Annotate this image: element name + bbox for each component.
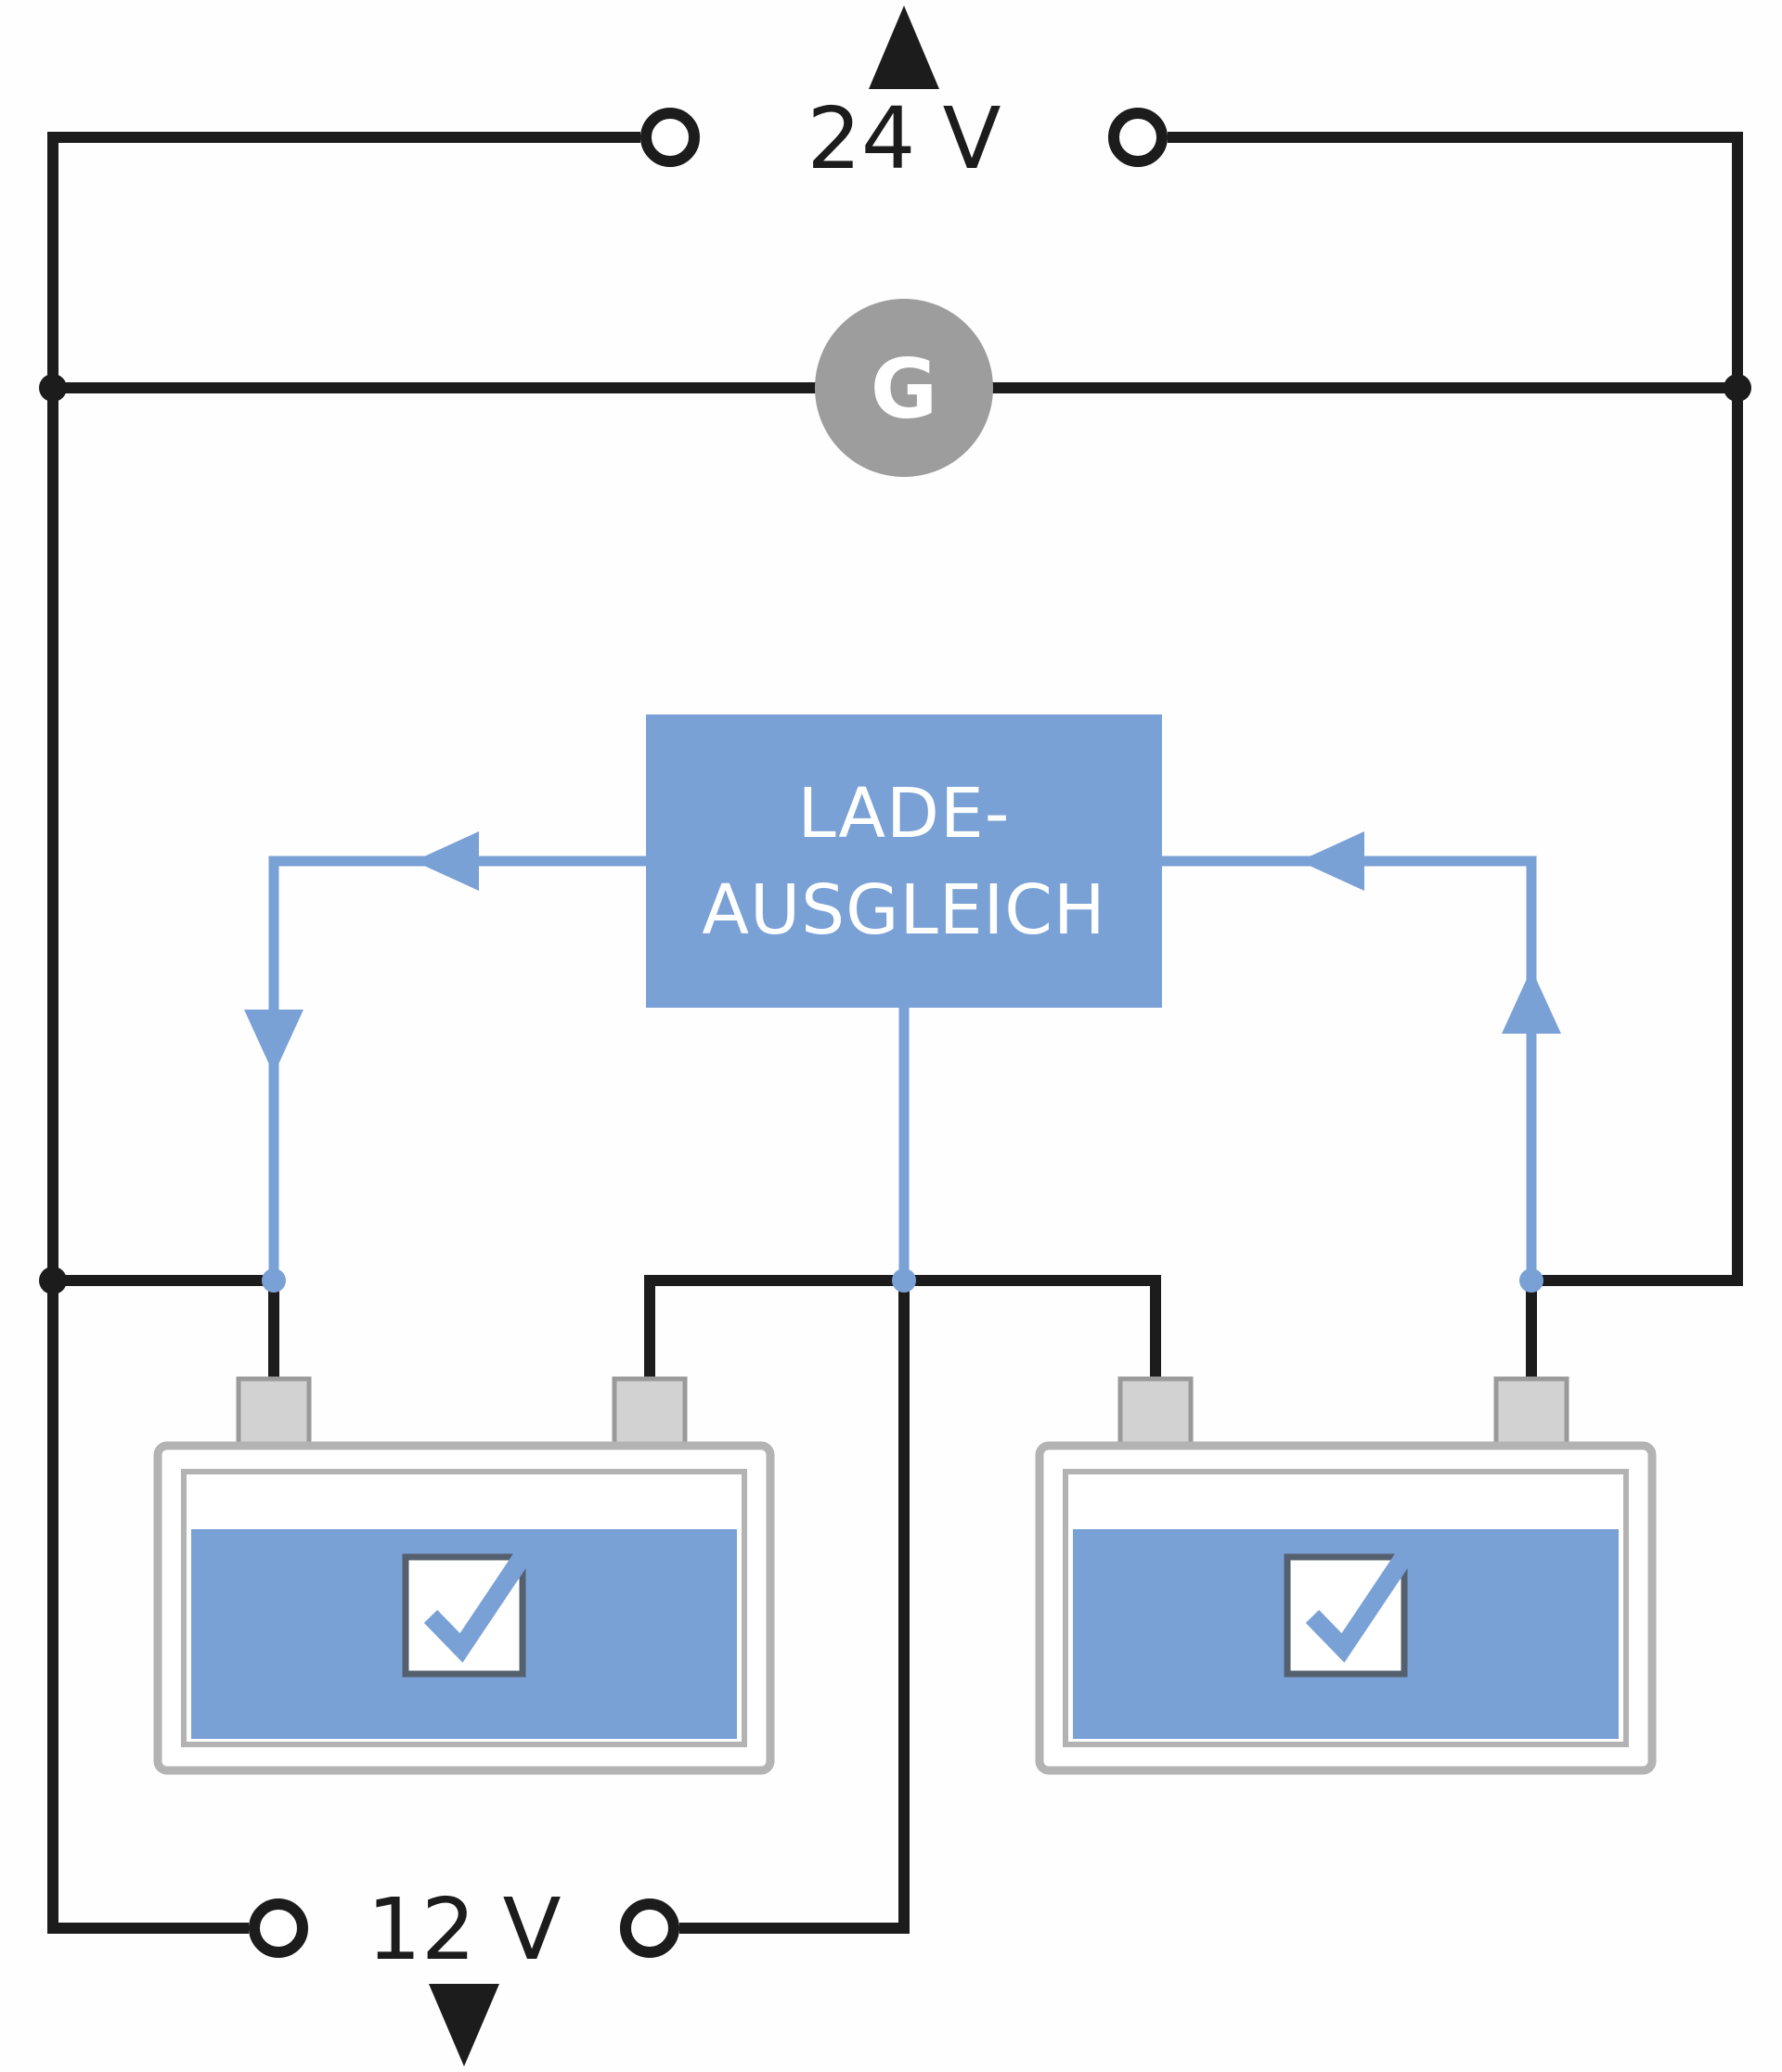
up-arrow-icon [869, 6, 939, 89]
generator-label: G [871, 341, 937, 437]
junction-dot-icon [1724, 374, 1751, 402]
blue-equalizer-wiring [244, 831, 1561, 1281]
battery-terminal-icon [612, 1376, 688, 1454]
generator-circle-icon [815, 299, 993, 477]
flow-arrow-up-icon [1502, 969, 1561, 1034]
left-battery [153, 1376, 775, 1775]
bottom-terminals: 12 V [249, 1880, 679, 2066]
terminal-circle-icon [249, 1898, 308, 1958]
equalizer-label-line1: LADE- [798, 774, 1011, 854]
top-terminals: 24 V [640, 6, 1168, 188]
checkmark-icon [423, 1533, 543, 1663]
checkmark-icon [1305, 1533, 1425, 1663]
equalizer-wire-left [268, 856, 646, 1281]
right-battery [1035, 1376, 1657, 1775]
terminal-circle-icon [1108, 108, 1168, 167]
bottom-voltage-label: 12 V [367, 1880, 561, 1979]
junction-dot-blue-icon [1519, 1268, 1543, 1293]
wire-12v-tap [679, 1281, 910, 1934]
equalizer-label-line2: AUSGLEICH [702, 870, 1105, 950]
flow-arrow-down-icon [244, 1010, 303, 1075]
junction-dots [39, 374, 1751, 1294]
charge-equalizer: LADE- AUSGLEICH [646, 714, 1162, 1008]
battery-terminal-icon [236, 1376, 312, 1454]
terminal-circle-icon [620, 1898, 679, 1958]
junction-dot-icon [39, 1267, 67, 1294]
junction-dot-blue-icon [892, 1268, 916, 1293]
wire-left-loop [47, 132, 640, 1934]
terminal-circle-icon [640, 108, 700, 167]
battery-terminal-icon [1117, 1376, 1194, 1454]
flow-arrow-left-icon [414, 831, 479, 891]
flow-arrow-into-box-icon [1299, 831, 1364, 891]
battery-terminal-icon [1493, 1376, 1569, 1454]
junction-dot-icon [39, 374, 67, 402]
generator: G [815, 299, 993, 477]
equalizer-box [646, 714, 1162, 1008]
wire-right-loop [1168, 132, 1743, 1394]
junction-dot-blue-icon [262, 1268, 286, 1293]
equalizer-wire-right [1162, 856, 1537, 1281]
top-voltage-label: 24 V [807, 89, 1001, 188]
down-arrow-icon [429, 1984, 499, 2066]
